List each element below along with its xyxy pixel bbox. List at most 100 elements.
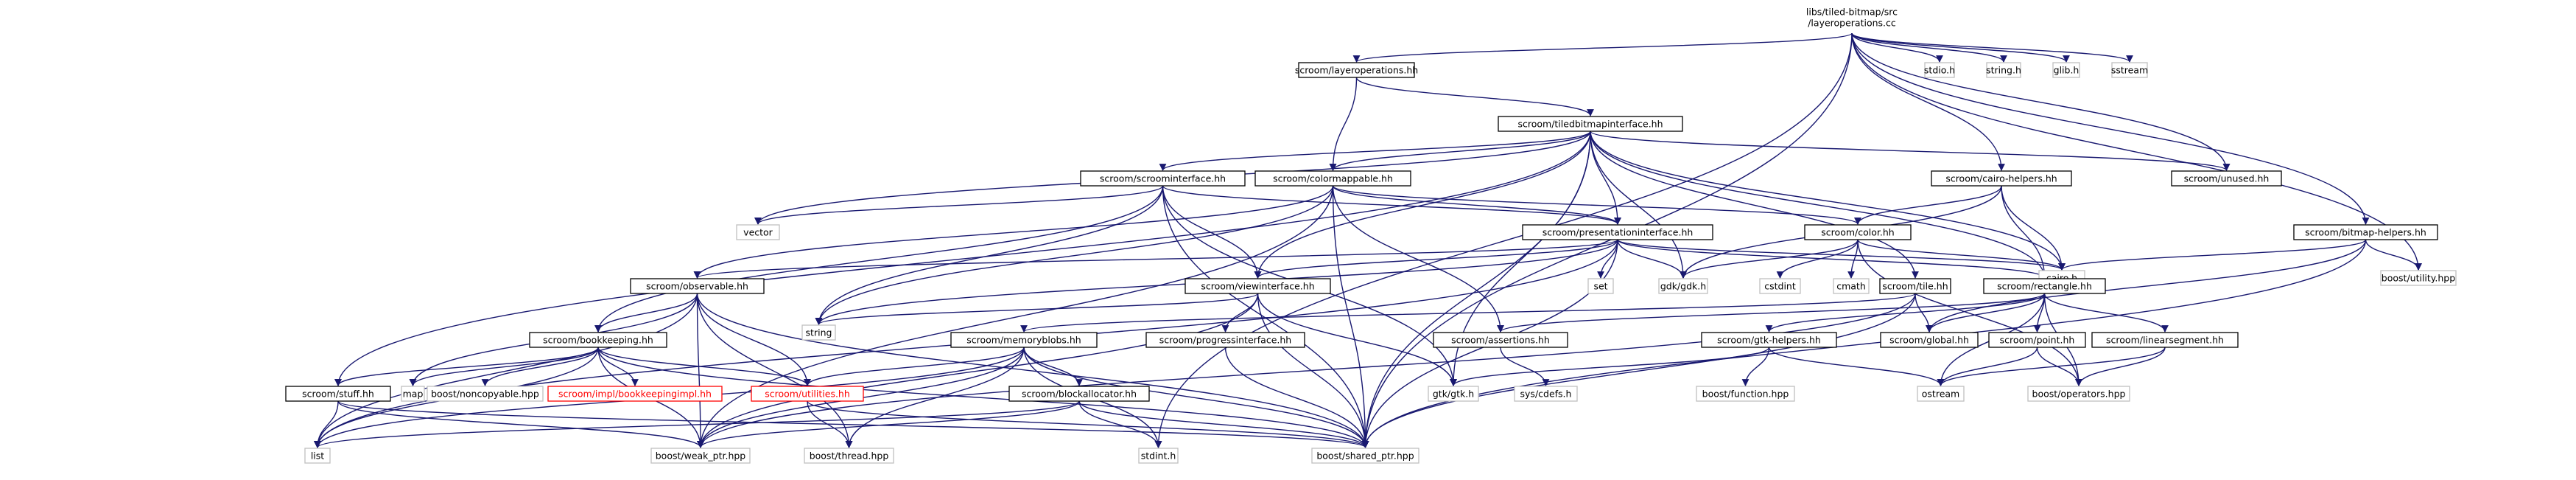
node-map: map	[401, 386, 425, 402]
node-box	[2293, 224, 2438, 240]
edge-observable-to-sharedptr	[696, 293, 1369, 448]
node-color[interactable]: scroom/color.hh	[1804, 224, 1912, 240]
node-label: boost/noncopyable.hpp	[431, 389, 539, 400]
node-label: map	[403, 389, 424, 400]
node-point[interactable]: scroom/point.hh	[1988, 332, 2086, 348]
node-box	[1804, 224, 1912, 240]
node-layerops-hh[interactable]: scroom/layeroperations.hh	[1295, 62, 1418, 78]
node-bookkeeping[interactable]: scroom/bookkeeping.hh	[529, 332, 667, 348]
node-stuff[interactable]: scroom/stuff.hh	[285, 386, 391, 402]
node-label: string.h	[1986, 65, 2021, 76]
edge-gtkhelp-to-gtk	[1450, 347, 1770, 386]
node-boostfunc: boost/function.hpp	[1696, 386, 1795, 402]
edge-gtkhelp-to-ostream	[1768, 347, 1945, 386]
edge-root-to-unused	[1851, 32, 2231, 171]
edge-point-to-ostream	[1937, 347, 2038, 386]
node-box	[2052, 62, 2080, 78]
node-label: scroom/cairo-helpers.hh	[1945, 173, 2057, 184]
node-box	[2171, 170, 2282, 187]
node-label: libs/tiled-bitmap/src	[1806, 7, 1898, 18]
file-nodes: libs/tiled-bitmap/src/layeroperations.cc…	[285, 7, 2457, 464]
edge-root-to-glib	[1851, 32, 2070, 63]
node-label: cstdint	[1764, 281, 1796, 292]
node-tbi[interactable]: scroom/tiledbitmapinterface.hh	[1498, 116, 1683, 132]
edge-cairohelp-to-color	[1854, 185, 2002, 225]
edge-scrollif-to-string	[815, 185, 1164, 325]
node-box	[2380, 270, 2457, 286]
node-label: scroom/stuff.hh	[302, 389, 374, 400]
node-label: scroom/global.hh	[1889, 335, 1969, 346]
node-progressif[interactable]: scroom/progressinterface.hh	[1145, 332, 1305, 348]
edge-blockalloc-to-sharedptr	[1078, 400, 1369, 448]
node-cairohelp[interactable]: scroom/cairo-helpers.hh	[1931, 170, 2072, 187]
node-tile[interactable]: scroom/tile.hh	[1879, 278, 1951, 294]
node-label: scroom/impl/bookkeepingimpl.hh	[558, 389, 712, 400]
node-box	[1833, 278, 1870, 294]
node-observable[interactable]: scroom/observable.hh	[630, 278, 765, 294]
node-label: scroom/color.hh	[1821, 227, 1894, 238]
node-box	[1917, 386, 1965, 402]
node-colormap[interactable]: scroom/colormappable.hh	[1254, 170, 1411, 187]
node-box	[1298, 62, 1415, 78]
node-viewif[interactable]: scroom/viewinterface.hh	[1185, 278, 1331, 294]
node-gtkhelp[interactable]: scroom/gtk-helpers.hh	[1701, 332, 1837, 348]
node-box	[2091, 332, 2239, 348]
edge-observable-to-list	[314, 293, 698, 448]
edge-cairohelp-to-cairo	[2001, 185, 2066, 271]
node-cstdint: cstdint	[1759, 278, 1801, 294]
edge-cairohelp-to-rectangle	[2001, 185, 2049, 279]
node-presif[interactable]: scroom/presentationinterface.hh	[1522, 224, 1713, 240]
node-utilities[interactable]: scroom/utilities.hh	[751, 386, 864, 402]
edge-memblobs-to-thread	[845, 347, 1025, 448]
node-blockalloc[interactable]: scroom/blockallocator.hh	[1008, 386, 1150, 402]
edge-assertions-to-syscdefs	[1500, 347, 1550, 386]
node-rectangle[interactable]: scroom/rectangle.hh	[1983, 278, 2106, 294]
node-string: string	[801, 324, 836, 341]
node-label: stdio.h	[1924, 65, 1955, 76]
node-boostutil: boost/utility.hpp	[2380, 270, 2457, 286]
edge-colormap-to-color	[1332, 185, 1861, 225]
node-label: scroom/assertions.hh	[1451, 335, 1550, 346]
node-global[interactable]: scroom/global.hh	[1880, 332, 1979, 348]
node-box	[1701, 332, 1837, 348]
edge-tbi-to-scrollif	[1159, 131, 1591, 171]
node-memblobs[interactable]: scroom/memoryblobs.hh	[950, 332, 1098, 348]
edge-rectangle-to-linseg	[2043, 293, 2169, 333]
edge-color-to-cairo	[1857, 239, 2066, 271]
edge-blockalloc-to-weakptr	[697, 400, 1080, 448]
node-box	[427, 386, 544, 402]
node-linseg[interactable]: scroom/linearsegment.hh	[2091, 332, 2239, 348]
node-assertions[interactable]: scroom/assertions.hh	[1433, 332, 1568, 348]
node-label: sstream	[2111, 65, 2148, 76]
node-box	[1587, 278, 1614, 294]
node-label: boost/operators.hpp	[2032, 389, 2126, 400]
node-label: scroom/gtk-helpers.hh	[1717, 335, 1821, 346]
node-cmath: cmath	[1833, 278, 1870, 294]
edge-root-to-sharedptr	[1361, 32, 1853, 448]
edge-tbi-to-stuff	[334, 131, 1591, 386]
node-box	[2027, 386, 2130, 402]
edge-blockalloc-to-list	[314, 400, 1080, 448]
node-label: scroom/unused.hh	[2184, 173, 2270, 184]
edge-color-to-gdk	[1680, 239, 1859, 279]
edge-utilities-to-thread	[807, 400, 853, 448]
edge-bookkeeping-to-noncopy	[481, 347, 599, 386]
node-vector: vector	[736, 224, 780, 240]
node-gdk: gdk/gdk.h	[1658, 278, 1708, 294]
node-bitmaphelp[interactable]: scroom/bitmap-helpers.hh	[2293, 224, 2438, 240]
edge-rectangle-to-gtkhelp	[1765, 293, 2046, 333]
node-ostream: ostream	[1917, 386, 1965, 402]
node-bkimpl[interactable]: scroom/impl/bookkeepingimpl.hh	[547, 386, 723, 402]
node-thread: boost/thread.hpp	[804, 448, 894, 464]
node-root[interactable]: libs/tiled-bitmap/src/layeroperations.cc	[1806, 7, 1898, 29]
node-sstream: sstream	[2111, 62, 2148, 78]
node-label: scroom/tile.hh	[1882, 281, 1948, 292]
edge-colormap-to-observable	[693, 185, 1334, 279]
node-box	[285, 386, 391, 402]
node-weakptr: boost/weak_ptr.hpp	[650, 448, 751, 464]
edge-observable-to-bookkeeping	[594, 293, 698, 333]
node-scrollif[interactable]: scroom/scroominterface.hh	[1080, 170, 1246, 187]
node-unused[interactable]: scroom/unused.hh	[2171, 170, 2282, 187]
node-label: scroom/blockallocator.hh	[1022, 389, 1137, 400]
node-label: scroom/observable.hh	[646, 281, 748, 292]
